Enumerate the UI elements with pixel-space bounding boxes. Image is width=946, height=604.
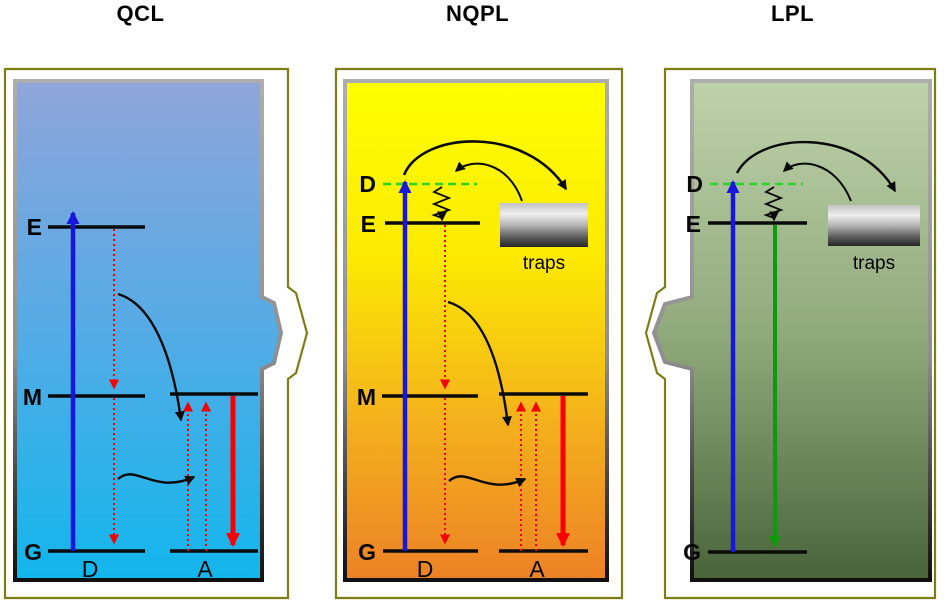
nqpl-inner-box (343, 79, 609, 582)
qcl-level-label-E: E (27, 214, 42, 240)
panel-title-lpl: LPL (770, 1, 815, 26)
nqpl-acceptor-column-label: A (529, 556, 545, 582)
nqpl-traps-label: traps (523, 253, 565, 274)
qcl-energy-transfer-arrow-1 (117, 292, 185, 422)
nqpl-energy-transfer-arrow-2 (448, 475, 527, 488)
lpl-inner-box (651, 79, 932, 582)
lpl-trap-box (828, 205, 920, 246)
lpl-level-label-D: D (686, 171, 703, 197)
lpl-nonradiative-zigzag (763, 186, 784, 219)
nqpl-nonradiative-zigzag (431, 186, 452, 219)
qcl-level-label-G: G (24, 539, 42, 565)
nqpl-energy-transfer-arrow-1 (447, 300, 512, 427)
nqpl-donor-column-label: D (417, 556, 434, 582)
lpl-detrapping-arrow (782, 161, 852, 202)
nqpl-panel: D E M G traps D A (334, 67, 624, 600)
qcl-level-label-M: M (23, 384, 42, 410)
nqpl-trapping-arrow (402, 140, 568, 191)
qcl-donor-column-label: D (82, 556, 99, 582)
qcl-acceptor-column-label: A (197, 556, 213, 582)
lpl-traps-label: traps (853, 253, 895, 274)
nqpl-detrapping-arrow (454, 161, 523, 202)
lpl-trapping-arrow (735, 140, 897, 193)
nqpl-level-label-M: M (357, 384, 376, 410)
lpl-panel: D E G traps (645, 67, 937, 600)
qcl-inner-box (13, 79, 284, 582)
lpl-level-label-G: G (683, 539, 701, 565)
nqpl-trap-box (500, 203, 588, 247)
qcl-panel: E M G D A (3, 67, 309, 600)
panel-title-nqpl: NQPL (445, 1, 510, 26)
lpl-level-label-E: E (686, 211, 701, 237)
panel-title-qcl: QCL (116, 1, 165, 26)
nqpl-level-label-D: D (359, 171, 376, 197)
qcl-energy-transfer-arrow-2 (117, 473, 196, 486)
nqpl-level-label-G: G (358, 539, 376, 565)
nqpl-level-label-E: E (361, 211, 376, 237)
